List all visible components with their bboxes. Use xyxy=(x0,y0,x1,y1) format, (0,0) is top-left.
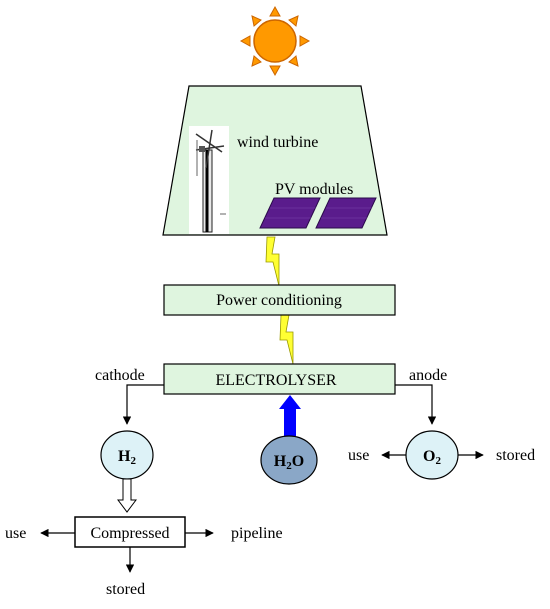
h2-text: H2 xyxy=(118,448,136,467)
cathode-arrow xyxy=(122,384,164,425)
water-inlet-arrow xyxy=(279,395,301,436)
pipeline-label: pipeline xyxy=(231,525,283,542)
pv-panel-icon xyxy=(259,197,377,229)
compressed-box xyxy=(74,516,186,548)
h2-use-label: use xyxy=(5,525,26,542)
h2-stored-label: stored xyxy=(106,581,145,598)
anode-arrow xyxy=(395,384,437,425)
anode-label: anode xyxy=(409,367,447,384)
o2-stored-label: stored xyxy=(496,447,535,464)
lightning-bolt-icon xyxy=(265,236,280,287)
compressed-label: Compressed xyxy=(90,525,169,542)
wind-turbine-label: wind turbine xyxy=(237,134,318,151)
sun-icon xyxy=(239,5,311,77)
o2-text: O2 xyxy=(423,448,441,467)
lightning-bolt-icon xyxy=(279,314,294,365)
pv-modules-label: PV modules xyxy=(275,181,353,198)
power-conditioning-label: Power conditioning xyxy=(216,292,342,309)
h2o-text: H2O xyxy=(274,453,304,472)
electrolyser-box xyxy=(163,363,396,395)
h2o-bubble xyxy=(260,435,318,485)
cathode-label: cathode xyxy=(95,367,145,384)
o2-use-label: use xyxy=(348,447,369,464)
h2-compression-arrow xyxy=(117,478,137,513)
power-conditioning-box xyxy=(163,284,396,316)
electrolyser-label: ELECTROLYSER xyxy=(215,372,336,389)
wind-turbine-icon xyxy=(189,126,229,234)
